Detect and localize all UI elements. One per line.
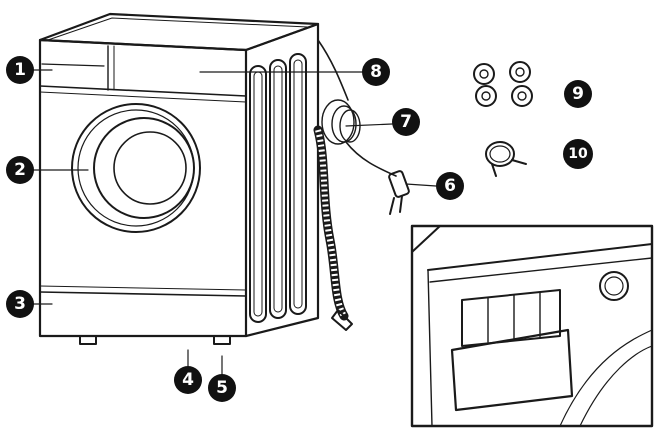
plug-cap-2 [509,61,531,83]
inlet-hose [485,141,527,177]
svg-text:5: 5 [216,378,228,398]
callout-3: 3 [6,290,34,318]
washing-machine [38,12,320,345]
transit-bolt-plugs [473,61,533,107]
callout-8: 8 [362,58,390,86]
callout-7: 7 [392,108,420,136]
detergent-drawer-detail [410,224,654,428]
svg-text:4: 4 [182,370,194,390]
leader-lines [29,69,437,375]
svg-text:2: 2 [14,160,26,180]
callout-5: 5 [208,374,236,402]
plug-cap-4 [511,85,533,107]
svg-text:8: 8 [370,62,382,82]
svg-text:7: 7 [400,112,412,132]
callout-1: 1 [6,56,34,84]
svg-text:1: 1 [14,60,26,80]
svg-text:3: 3 [14,294,26,314]
plug-icon [388,170,410,215]
callout-2: 2 [6,156,34,184]
callout-4: 4 [174,366,202,394]
callout-6: 6 [436,172,464,200]
svg-text:6: 6 [444,176,456,196]
svg-text:9: 9 [572,84,584,104]
callout-10: 10 [563,139,593,169]
callout-9: 9 [564,80,592,108]
plug-cap-1 [473,63,495,85]
power-cord [317,39,410,215]
drain-hose [313,125,353,331]
plug-cap-3 [475,85,497,107]
svg-text:10: 10 [568,146,588,162]
